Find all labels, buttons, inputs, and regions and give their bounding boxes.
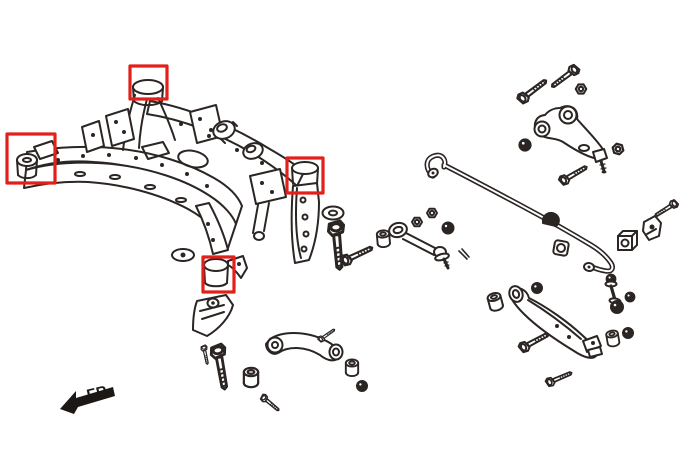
bolt	[652, 197, 681, 221]
ball-joint	[592, 148, 608, 174]
subframe-right-mount-bushing	[290, 161, 320, 264]
stabilizer-end-link	[604, 273, 636, 314]
subframe-right-mount-bushing-highlight	[285, 156, 325, 195]
barrel-bushing	[344, 358, 360, 378]
highlight-boxes	[5, 64, 325, 294]
subframe-rear-mount-bushing	[203, 255, 248, 288]
stabilizer-block-bushing	[617, 230, 638, 251]
nut	[518, 138, 532, 152]
direction-label: FR.	[85, 382, 114, 404]
stabilizer-inner-bushing	[541, 212, 560, 227]
barrel-bushing	[604, 328, 621, 349]
bolt	[556, 161, 591, 188]
flat-washer	[171, 248, 195, 262]
nut	[411, 216, 423, 228]
barrel-bushing	[242, 366, 260, 389]
cotter-pin	[458, 248, 470, 260]
nut	[624, 291, 636, 303]
subframe-front-mount-bushing	[132, 79, 164, 107]
stabilizer-bar-bushing	[552, 239, 570, 257]
direction-indicator: FR.	[60, 382, 115, 414]
subframe-stopper-bushings	[212, 120, 264, 160]
barrel-bushing	[485, 290, 505, 314]
nut	[531, 282, 543, 294]
nut	[574, 83, 588, 95]
rear-lower-control-arm	[485, 282, 634, 389]
subframe-hardware	[171, 205, 349, 414]
bolt	[208, 342, 234, 392]
subframe-left-mount-bushing-highlight	[5, 132, 57, 185]
nut	[356, 380, 368, 392]
front-direction-arrow-icon	[60, 387, 115, 414]
rear-subframe-crossmember	[16, 79, 320, 288]
rear-upper-camber-arm	[265, 326, 368, 392]
rear-toe-link	[338, 207, 470, 270]
bolt	[199, 344, 212, 366]
washer	[321, 205, 345, 221]
subframe-left-mount-bushing	[16, 140, 59, 180]
subframe-support-bracket	[192, 294, 234, 337]
bolt	[514, 75, 551, 107]
rear-upper-control-arm	[514, 62, 626, 188]
barrel-bushing	[375, 228, 392, 249]
castle-nut	[441, 221, 455, 235]
bolt	[338, 241, 376, 268]
rear-stabilizer-bar	[424, 152, 681, 274]
subframe-rear-mount-bushing-highlight	[201, 255, 236, 294]
nut	[610, 141, 626, 157]
stabilizer-bar-bracket	[642, 215, 662, 241]
subframe-front-mount-bushing-highlight	[128, 64, 169, 101]
nut	[622, 327, 634, 339]
bolt	[516, 328, 552, 355]
nut	[426, 207, 438, 219]
bolt	[258, 392, 282, 414]
bolt	[543, 367, 575, 389]
